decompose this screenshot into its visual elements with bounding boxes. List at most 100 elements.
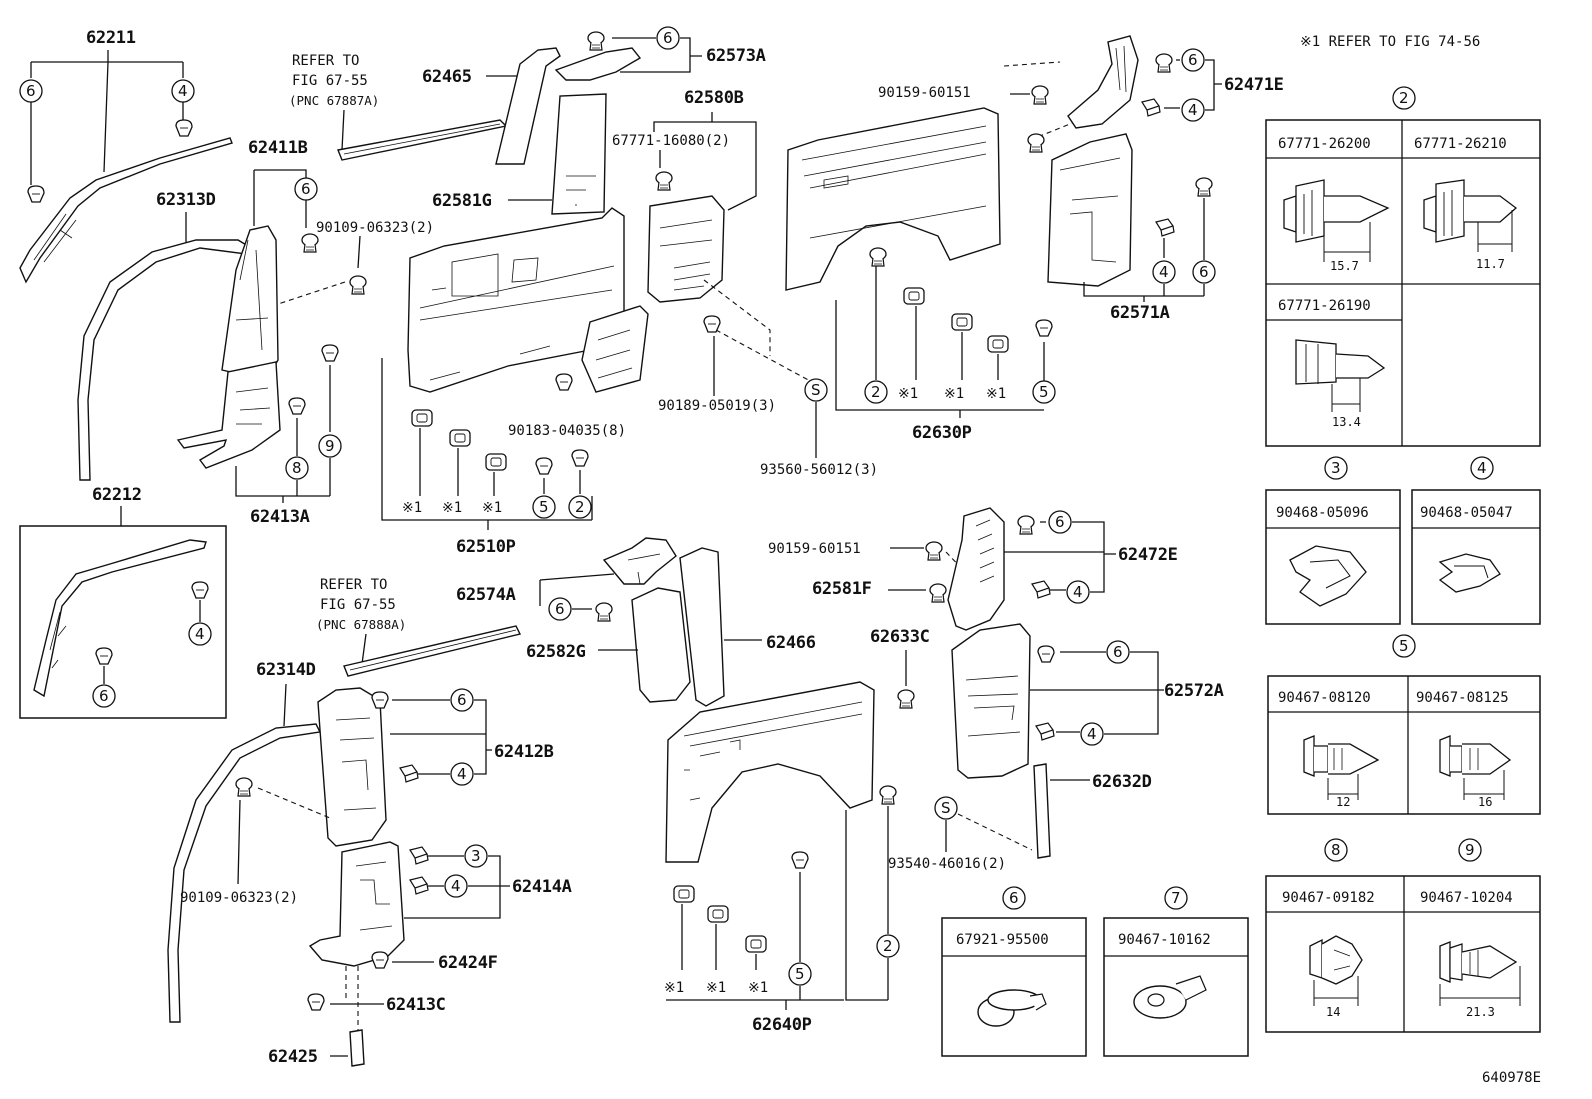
speaker-box-62580B — [647, 195, 725, 303]
svg-text:4: 4 — [1477, 459, 1487, 477]
code-90189: 90189-05019(3) — [658, 398, 776, 414]
pillar-trim-62412B — [317, 687, 387, 847]
callout-5: 5 — [788, 962, 812, 986]
svg-text:2: 2 — [1399, 89, 1409, 107]
label-62424F: 62424F — [438, 953, 498, 973]
legend-9-dim: 21.3 — [1466, 1005, 1495, 1019]
callout-4: 4 — [171, 79, 195, 103]
mark-ref: ※1 — [944, 386, 964, 402]
label-62413A: 62413A — [250, 507, 310, 527]
rear-side-panel-62510P — [407, 207, 625, 393]
pad-part — [707, 905, 729, 923]
callout-2: 2 — [864, 380, 888, 404]
svg-text:6: 6 — [1188, 51, 1198, 69]
weatherstrip-lower — [343, 625, 522, 677]
legend-5b-code: 90467-08125 — [1416, 690, 1509, 706]
refer-lower-l1: REFER TO — [320, 577, 387, 593]
rear-pillar-lower-62572A — [951, 623, 1031, 779]
legend-3-code: 90468-05096 — [1276, 505, 1369, 521]
clip-nut-icon — [1133, 975, 1207, 1019]
label-62581F: 62581F — [812, 579, 872, 599]
svg-text:6: 6 — [1055, 513, 1065, 531]
svg-text:5: 5 — [795, 965, 805, 983]
callout-4: 4 — [1470, 456, 1494, 480]
label-62412B: 62412B — [494, 742, 554, 762]
clip-part — [1035, 319, 1053, 337]
legend-box-7 — [1103, 917, 1249, 1057]
label-62573A: 62573A — [706, 46, 766, 66]
tab-clip-part — [1031, 580, 1051, 599]
svg-text:6: 6 — [663, 29, 673, 47]
tab-clip-part — [409, 846, 429, 865]
bolt-part — [1155, 53, 1173, 73]
label-62466: 62466 — [766, 633, 816, 653]
legend-9-code: 90467-10204 — [1420, 890, 1513, 906]
rear-pillar-upper — [1067, 35, 1139, 129]
pad-part — [987, 335, 1009, 353]
code-90109-lower: 90109-06323(2) — [180, 890, 298, 906]
bolt-part — [925, 541, 943, 561]
svg-text:6: 6 — [1199, 263, 1209, 281]
lower-quarter-panel-62640P — [665, 681, 875, 863]
label-62212: 62212 — [92, 485, 142, 505]
legend-5a-dim: 12 — [1336, 795, 1350, 809]
bolt-part — [1017, 515, 1035, 535]
mark-ref: ※1 — [898, 386, 918, 402]
label-62582G: 62582G — [526, 642, 586, 662]
svg-text:5: 5 — [1399, 637, 1409, 655]
refer-lower-l2: FIG 67-55 — [320, 597, 396, 613]
ref-note: ※1 REFER TO FIG 74-56 — [1300, 34, 1480, 50]
callout-6: 6 — [1192, 260, 1216, 284]
label-62574A: 62574A — [456, 585, 516, 605]
label-62211: 62211 — [86, 28, 136, 48]
pad-part — [449, 429, 471, 447]
svg-text:8: 8 — [1331, 841, 1341, 859]
clip-part — [321, 344, 339, 362]
svg-text:6: 6 — [26, 82, 36, 100]
mark-ref: ※1 — [442, 500, 462, 516]
push-rivet-icon — [977, 989, 1047, 1027]
door-opening-trim-lower — [167, 723, 322, 1023]
label-62630P: 62630P — [912, 423, 972, 443]
pad-part — [903, 287, 925, 305]
bolt-part — [929, 583, 947, 603]
callout-6: 6 — [656, 26, 680, 50]
pad-part — [673, 885, 695, 903]
label-62580B: 62580B — [684, 88, 744, 108]
clip-5a-icon — [1303, 735, 1380, 800]
bolt-part — [1195, 177, 1213, 197]
svg-text:9: 9 — [325, 437, 335, 455]
svg-text:4: 4 — [1159, 263, 1169, 281]
legend-2b-code: 67771-26210 — [1414, 136, 1507, 152]
tab-clip-part — [1141, 98, 1161, 117]
callout-4: 4 — [1181, 98, 1205, 122]
legend-7-code: 90467-10162 — [1118, 932, 1211, 948]
callout-6: 6 — [92, 684, 116, 708]
callout-4: 4 — [1066, 580, 1090, 604]
rear-pillar-lower-62571A — [1047, 133, 1133, 287]
callout-6: 6 — [1048, 510, 1072, 534]
svg-text:4: 4 — [1073, 583, 1083, 601]
callout-4: 4 — [450, 762, 474, 786]
svg-text:9: 9 — [1465, 841, 1475, 859]
svg-text:7: 7 — [1171, 889, 1181, 907]
code-67771-16080: 67771-16080(2) — [612, 133, 730, 149]
label-62472E: 62472E — [1118, 545, 1178, 565]
clip-part — [191, 581, 209, 599]
clip-8-icon — [1309, 935, 1363, 1006]
refer-upper-l1: REFER TO — [292, 53, 359, 69]
label-62425: 62425 — [268, 1047, 318, 1067]
bolt-part — [301, 233, 319, 253]
mark-ref: ※1 — [482, 500, 502, 516]
label-62632D: 62632D — [1092, 772, 1152, 792]
callout-3: 3 — [464, 844, 488, 868]
pillar-cap — [554, 47, 642, 81]
callout-8: 8 — [1324, 838, 1348, 862]
legend-6-code: 67921-95500 — [956, 932, 1049, 948]
svg-text:6: 6 — [1009, 889, 1019, 907]
center-pillar-lower — [551, 93, 607, 215]
svg-text:3: 3 — [1331, 459, 1341, 477]
legend-5a-code: 90467-08120 — [1278, 690, 1371, 706]
svg-text:4: 4 — [451, 877, 461, 895]
bolt-part — [235, 777, 253, 797]
